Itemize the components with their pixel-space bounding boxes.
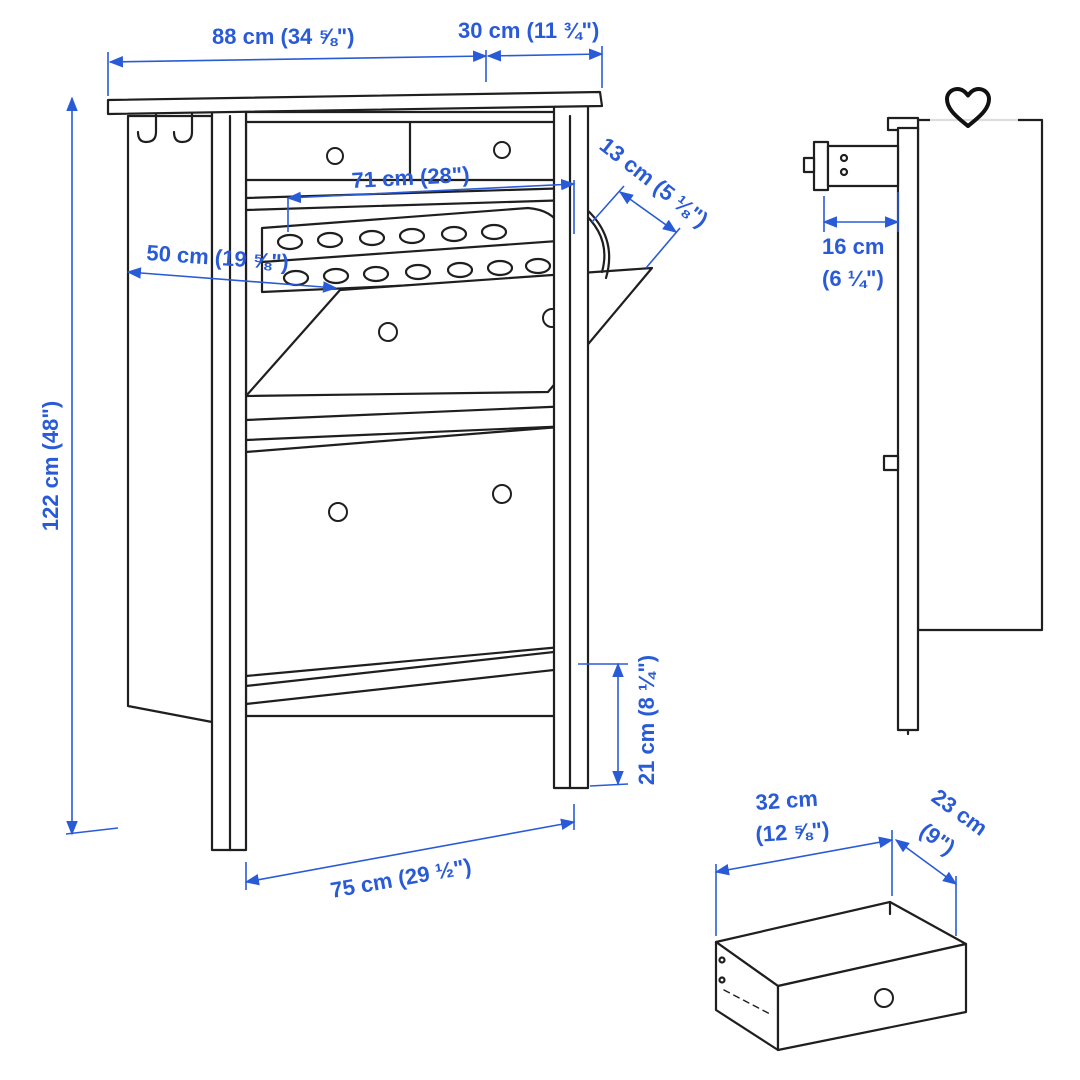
knob xyxy=(493,141,511,159)
lower-compartment-door xyxy=(244,424,574,678)
heart-outline-icon xyxy=(945,87,991,128)
wall-hook-left xyxy=(136,112,158,144)
dimension-label-base-width: 75 cm (29 ½") xyxy=(329,854,474,903)
dimension-label-wall-clearance: 16 cm xyxy=(822,234,884,259)
knob xyxy=(326,147,344,165)
dimension-label-height: 122 cm (48") xyxy=(38,401,63,531)
wall-hook-right xyxy=(172,112,194,144)
knob xyxy=(882,454,900,472)
knob xyxy=(492,484,512,504)
dimension-label-leg-height: 21 cm (8 ¼") xyxy=(634,655,659,785)
dimension-label-drawer-width: 32 cm xyxy=(755,786,819,815)
dimension-label-drawer-depth-inches: (9") xyxy=(915,818,960,860)
cabinet-main-view xyxy=(106,90,654,852)
favorite-button[interactable] xyxy=(940,80,996,136)
wall-bracket xyxy=(802,140,900,192)
dimension-lines xyxy=(65,46,958,936)
side-view-panel xyxy=(896,126,920,732)
knob xyxy=(378,322,398,342)
side-view-depth-panel xyxy=(916,118,1044,632)
shoe-rack xyxy=(260,206,574,294)
dimension-label-drawer-width-inches: (12 ⅝") xyxy=(755,817,831,847)
cabinet-side-view xyxy=(802,116,1044,736)
dimension-label-inner-width: 71 cm (28") xyxy=(351,162,470,193)
dimension-label-wall-clearance-inches: (6 ¼") xyxy=(822,266,884,291)
cabinet-top-board xyxy=(106,90,604,116)
dimension-label-depth: 30 cm (11 ¾") xyxy=(458,18,599,43)
cabinet-side-panel xyxy=(126,114,214,724)
dimension-label-width: 88 cm (34 ⅝") xyxy=(212,24,355,49)
drawer-detail xyxy=(714,900,968,1052)
knob xyxy=(874,988,894,1008)
knob xyxy=(328,502,348,522)
